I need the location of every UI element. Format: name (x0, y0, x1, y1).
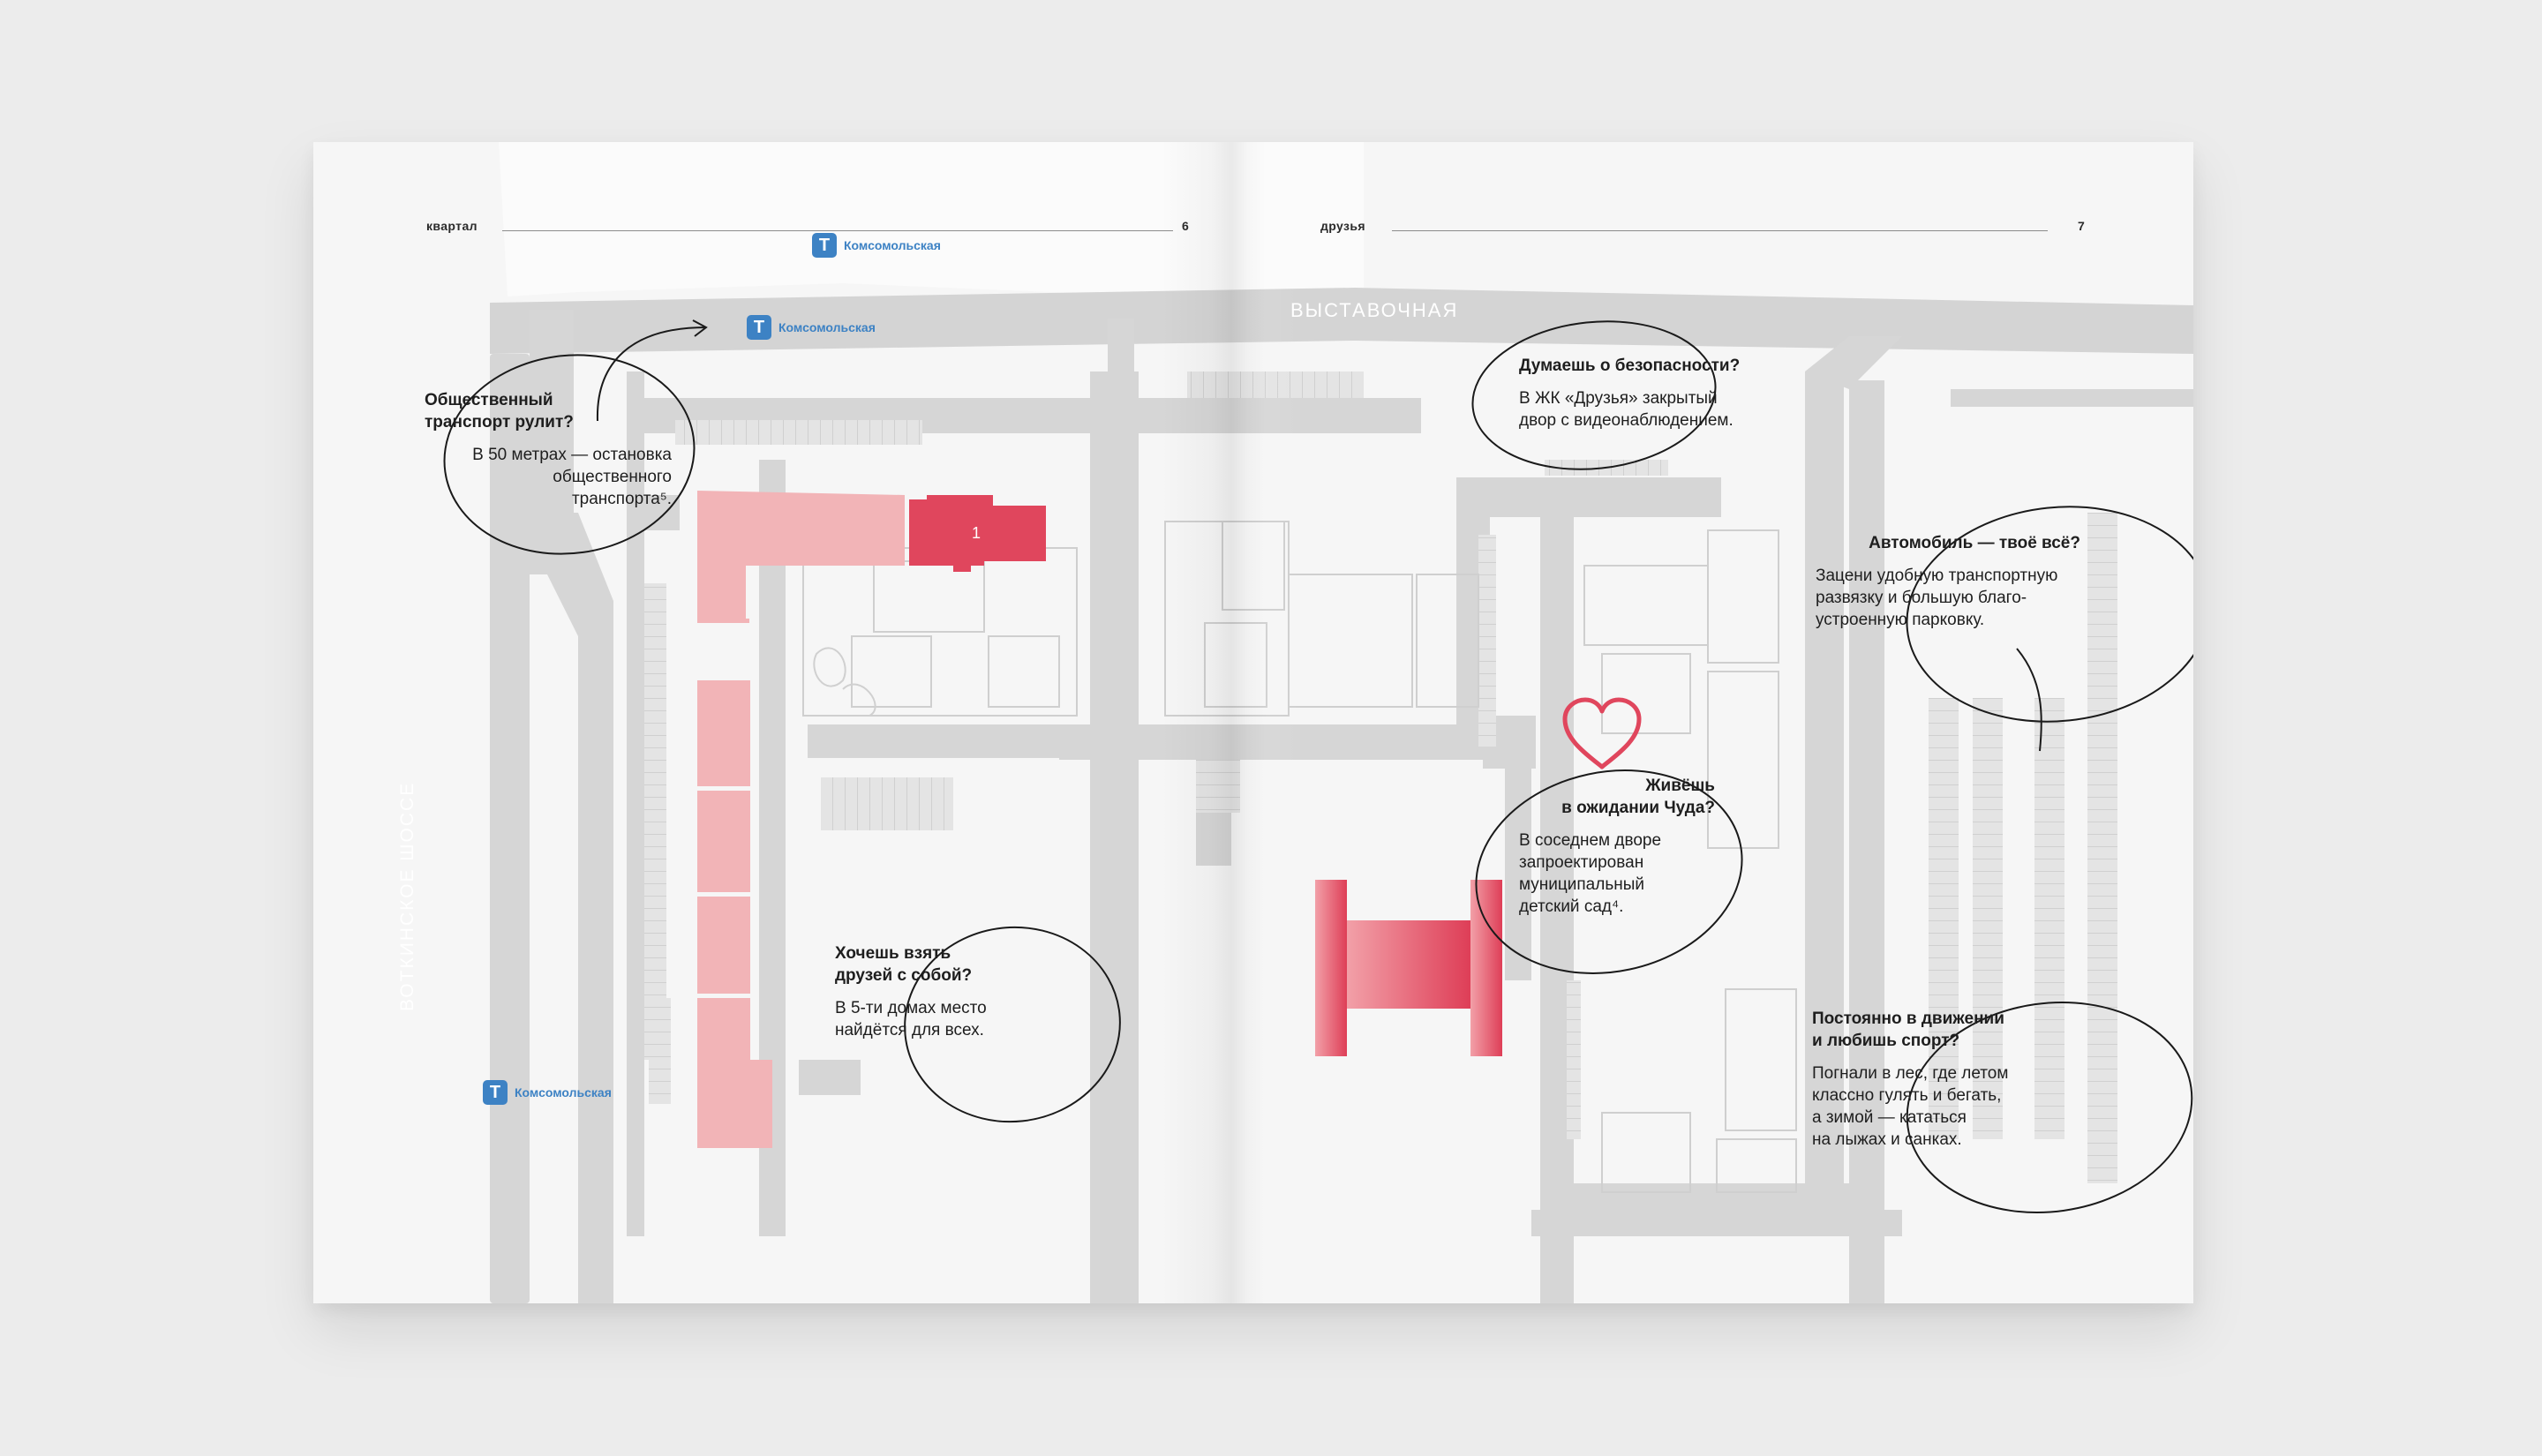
metro-t-icon: T (812, 233, 837, 258)
brochure-spread: квартал 6 друзья 7 T Комсомольская T Ком… (313, 142, 2193, 1303)
section-label-right: друзья (1320, 219, 1365, 233)
ellipse-transport (443, 354, 696, 555)
building-number: 1 (972, 524, 981, 542)
callout-kindergarten: Живёшь в ожидании Чуда? В соседнем дворе… (1519, 775, 1715, 918)
callout-question: Думаешь о безопасности? (1519, 356, 1741, 375)
ellipse-friends (904, 926, 1121, 1123)
callout-question: Автомобиль — твоё всё? (1869, 534, 2080, 552)
page-number-right: 7 (2078, 219, 2086, 233)
heart-icon (1562, 697, 1642, 769)
metro-stop-label: Комсомольская (844, 238, 941, 252)
metro-stop: T Комсомольская (812, 233, 941, 258)
kindergarten-building (1315, 880, 1502, 1056)
metro-stop: T Комсомольская (747, 315, 876, 340)
callout-security: Думаешь о безопасности? В ЖК «Друзья» за… (1519, 355, 1749, 432)
header-rule-left (502, 230, 1173, 231)
metro-t-icon: T (483, 1080, 508, 1105)
street-label-votkinskoe: ВОТКИНСКОЕ ШОССЕ (397, 781, 417, 1011)
callout-answer: Погнали в лес, где летом классно гулять … (1812, 1064, 2009, 1149)
callout-sport: Постоянно в движении и любишь спорт? Пог… (1812, 1008, 2050, 1151)
metro-stop-label: Комсомольская (778, 320, 876, 334)
river-band (499, 142, 1364, 296)
playground (813, 647, 876, 717)
road-vystavochnaya (490, 288, 2193, 354)
ellipse-kindergarten (1475, 769, 1743, 974)
callout-car: Автомобиль — твоё всё? Зацени удобную тр… (1816, 532, 2080, 631)
callout-answer: Зацени удобную транспортную развязку и б… (1816, 567, 2058, 629)
callout-answer: В 5-ти домах место найдётся для всех. (835, 999, 987, 1039)
page-number-left: 6 (1182, 219, 1190, 233)
curved-arrow-icon (596, 319, 2042, 752)
section-label-left: квартал (426, 219, 478, 233)
site-map (313, 142, 2193, 1303)
block-outlines (802, 521, 1797, 1193)
metro-t-icon: T (747, 315, 771, 340)
ellipse-sport (1906, 1001, 2193, 1214)
callout-answer: В ЖК «Друзья» закрытый двор с видеонаблю… (1519, 389, 1734, 430)
ellipse-security (1471, 320, 1717, 470)
ellipse-car (1906, 506, 2193, 723)
roads (490, 310, 2193, 1303)
parking (644, 372, 2117, 1183)
callout-ellipses (443, 320, 2193, 1214)
header-rule-right (1392, 230, 2048, 231)
callout-question: Живёшь в ожидании Чуда? (1561, 777, 1715, 817)
metro-stop-label: Комсомольская (515, 1085, 612, 1100)
callout-friends: Хочешь взять друзей с собой? В 5-ти дома… (835, 942, 1047, 1041)
callout-answer: В соседнем дворе запроектирован муниципа… (1519, 831, 1662, 916)
callout-question: Общественный транспорт рулит? (425, 391, 574, 432)
callout-question: Хочешь взять друзей с собой? (835, 944, 973, 985)
callout-answer: В 50 метрах — остановка общественного тр… (472, 446, 672, 508)
callout-transport: Общественный транспорт рулит? В 50 метра… (425, 389, 672, 510)
buildings-light (697, 491, 905, 1148)
street-label-vystavochnaya: ВЫСТАВОЧНАЯ (1290, 299, 1459, 321)
building-1 (909, 495, 1046, 572)
callout-question: Постоянно в движении и любишь спорт? (1812, 1009, 2004, 1050)
metro-stop: T Комсомольская (483, 1080, 612, 1105)
